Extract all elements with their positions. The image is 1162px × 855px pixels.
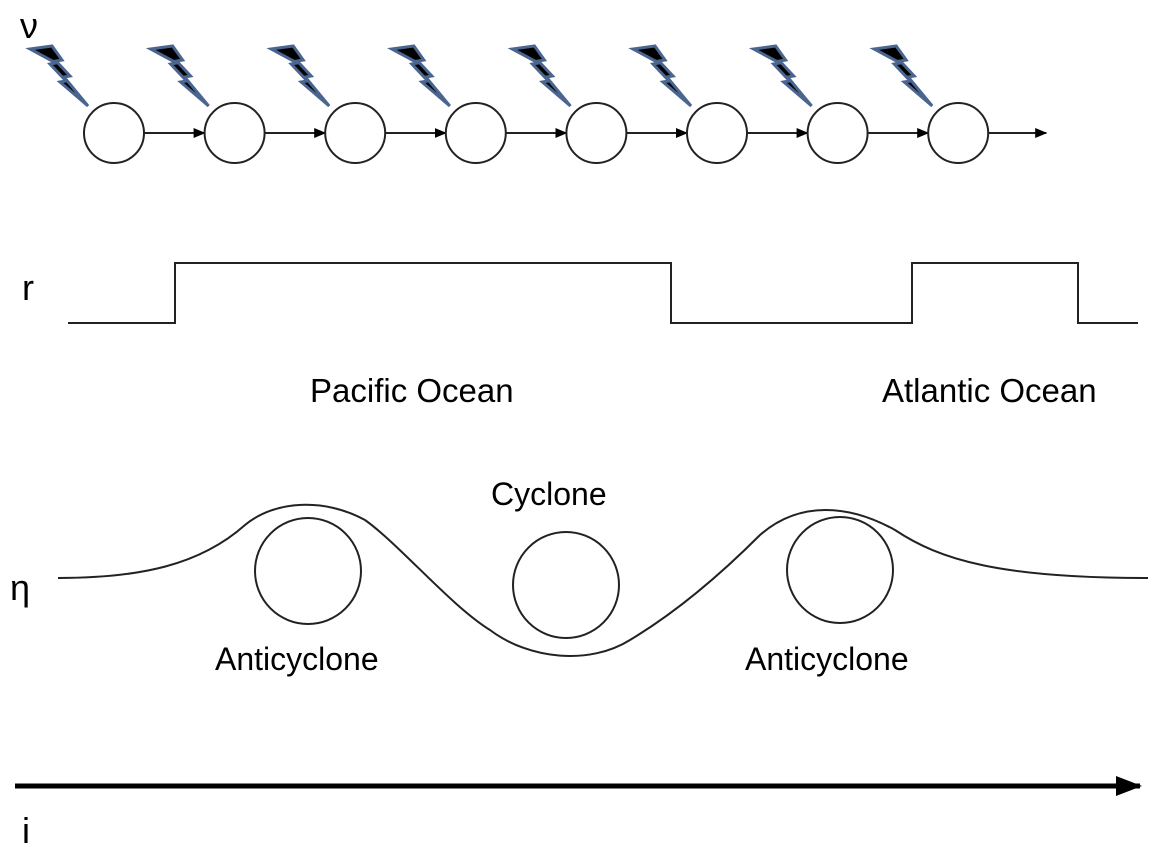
r-label: r [22,267,34,308]
anticyclone-right-label: Anticyclone [745,641,909,677]
lightning-bolt-icon [628,44,693,108]
chain-node [203,102,266,164]
atlantic-ocean-label: Atlantic Ocean [882,372,1097,409]
chain-node [806,102,869,164]
lightning-bolt-icon [25,44,90,108]
nu-label: ν [20,5,38,46]
anticyclone-left-label: Anticyclone [215,641,379,677]
eta-label: η [10,567,30,608]
lightning-bolt-icon [748,44,813,108]
chain-node [686,102,748,164]
pacific-ocean-label: Pacific Ocean [310,372,514,409]
eta-profile-curve [57,503,1149,657]
lightning-bolt-icon [869,44,934,108]
lightning-bolt-icon [507,44,572,108]
i-axis-label: i [22,810,30,851]
anticyclone-left-vortex [254,517,362,625]
chain-node [83,102,145,164]
chain-node [444,102,507,164]
cyclone-vortex [512,531,620,639]
lightning-bolt-icon [145,44,210,108]
chain-node [324,102,387,164]
lightning-bolt-icon [387,44,451,108]
r-step-signal [68,262,1138,324]
chain-node [565,102,628,164]
cyclone-label: Cyclone [491,476,607,512]
anticyclone-right-vortex [786,516,894,624]
chain-node [927,102,990,164]
lightning-bolt-icon [266,44,331,108]
forcing-chain [25,44,1048,164]
